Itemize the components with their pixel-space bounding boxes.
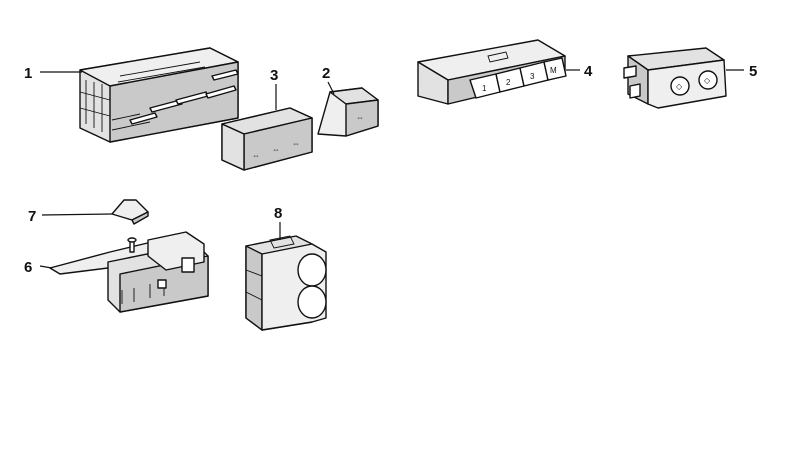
arrow-symbol-icon: ⇔ — [356, 113, 364, 122]
callout-5: 5 — [749, 63, 757, 80]
part-7-knob-cap — [111, 199, 149, 225]
part-4-memory-keys: 1 2 3 M — [417, 39, 567, 105]
arrow-symbol-icon: ⇔ — [292, 139, 300, 148]
callout-1: 1 — [24, 65, 32, 82]
part-1-switch-block — [79, 47, 239, 143]
callout-4: 4 — [584, 63, 593, 80]
callout-2: 2 — [322, 65, 330, 82]
key-label: 3 — [530, 72, 535, 81]
part-5-double-switch: ◇ ◇ — [623, 47, 727, 109]
key-label: M — [550, 66, 557, 75]
callout-6: 6 — [24, 259, 32, 276]
part-3-button-cap: ⇔ ⇔ ⇔ — [221, 107, 313, 171]
arrow-symbol-icon: ⇔ — [252, 151, 260, 160]
leader-lines — [39, 69, 744, 269]
callout-labels: 1 2 3 4 5 6 7 8 — [24, 63, 757, 276]
callout-8: 8 — [274, 205, 282, 222]
callout-3: 3 — [270, 67, 278, 84]
key-label: 1 — [482, 84, 487, 93]
key-label: 2 — [506, 78, 511, 87]
callout-7: 7 — [28, 208, 36, 225]
arrow-symbol-icon: ◇ — [676, 82, 683, 91]
part-8-push-button — [245, 235, 327, 331]
part-2-button-cap: ⇔ — [317, 87, 379, 137]
arrow-symbol-icon: ◇ — [704, 76, 711, 85]
part-6-lever-switch — [49, 231, 209, 313]
arrow-symbol-icon: ⇔ — [272, 145, 280, 154]
